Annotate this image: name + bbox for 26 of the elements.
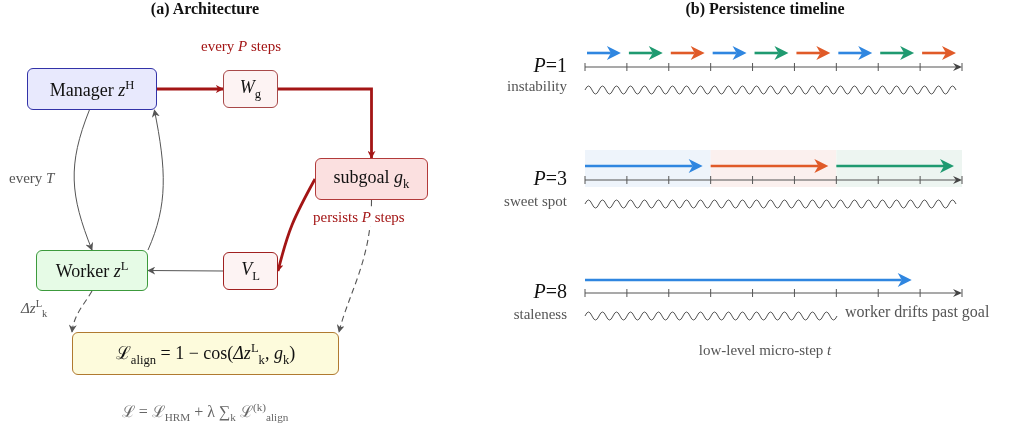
axis-label: low-level micro-step t — [698, 342, 832, 359]
dashed-arrow — [337, 199, 373, 333]
edge-label: every T — [8, 170, 56, 187]
weight-box: W$_{g}$ — [223, 70, 278, 108]
subgoal-box: subgoal g$_{k}$ — [315, 158, 428, 200]
dashed-arrow — [69, 290, 93, 333]
arrow — [147, 266, 224, 275]
edge-label: persists P steps — [312, 209, 406, 226]
loss-formula-box: ℒ$_{align}$ = 1 − cos(Δz$^{L}$$_{k}$, g$_{k}$) — [72, 332, 339, 375]
manager-box: Manager z$^{H}$ — [27, 68, 157, 110]
row-label: P=1 — [533, 54, 567, 77]
arrow — [157, 85, 224, 93]
arrow — [73, 109, 94, 251]
panel-title: (a) Architecture — [150, 0, 260, 18]
row-label: P=3 — [533, 167, 567, 190]
row-caption: instability — [507, 78, 567, 95]
worker-box: Worker z$^{L}$ — [36, 250, 148, 291]
row-caption: sweet spot — [504, 193, 567, 210]
arrow — [278, 87, 376, 159]
row-caption: staleness — [513, 306, 567, 323]
edge-label: every P steps — [200, 38, 282, 55]
annotation-text: worker drifts past goal — [845, 303, 990, 321]
arrow — [147, 109, 164, 251]
row-label: P=8 — [533, 280, 567, 303]
panel-title: (b) Persistence timeline — [685, 0, 845, 18]
projection-box: V$_{L}$ — [223, 252, 278, 290]
